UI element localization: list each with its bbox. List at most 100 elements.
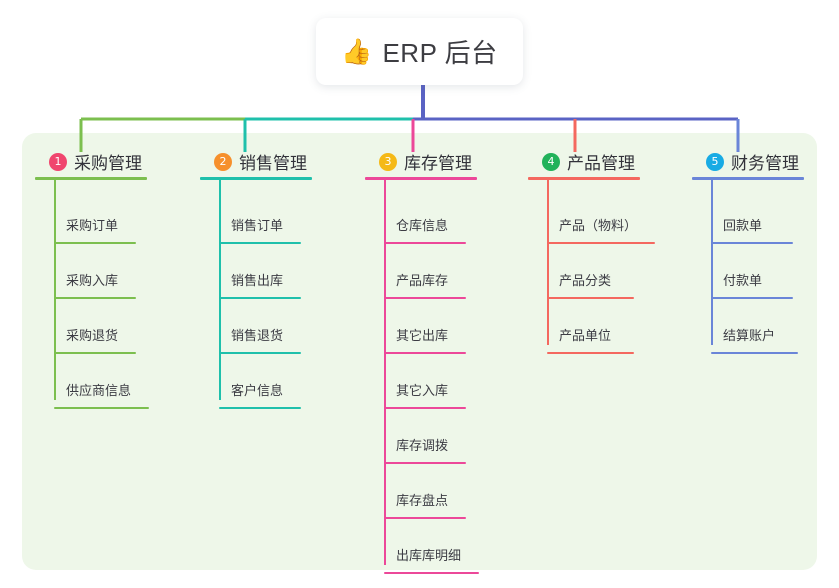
branch-item-underline [384,572,479,574]
branch-header-label: 销售管理 [239,154,307,173]
branch-item[interactable]: 仓库信息 [365,189,472,244]
branch-item-label: 采购退货 [66,328,119,343]
branch-item-label: 结算账户 [723,328,776,343]
root-node[interactable]: 👍 ERP 后台 [316,18,523,85]
branch-item-label: 库存盘点 [396,493,449,508]
branch-item-label: 其它出库 [396,328,449,343]
branch-item-label: 客户信息 [231,383,284,398]
branch-item-underline [54,407,149,409]
branch-item[interactable]: 库存调拨 [365,409,472,464]
branch-item-underline [384,297,466,299]
branch-item-label: 产品库存 [396,273,449,288]
branch-item-label: 销售出库 [231,273,284,288]
branch-item[interactable]: 销售退货 [200,299,307,354]
branch-item-underline [54,297,136,299]
branch-item[interactable]: 采购入库 [35,244,142,299]
branch-item-label: 产品（物料） [559,218,638,233]
branch-number-badge: 4 [542,152,560,171]
branch-spine [711,180,713,345]
branch-item-underline [384,517,466,519]
branch-item-label: 采购订单 [66,218,119,233]
branch-item-underline [384,242,466,244]
branch-item-label: 供应商信息 [66,383,132,398]
branch-item-underline [54,242,136,244]
branch-header-5[interactable]: 5 财务管理 [692,143,804,180]
branch-number-badge: 1 [49,152,67,171]
branch-column-3: 3 库存管理仓库信息产品库存其它出库其它入库库存调拨库存盘点出库库明细 [365,143,479,574]
branch-header-underline [35,177,147,180]
branch-spine [54,180,56,400]
branch-item-underline [219,407,301,409]
branch-number-badge: 2 [214,152,232,171]
thumbs-up-icon: 👍 [341,38,373,66]
branch-item[interactable]: 产品库存 [365,244,472,299]
branch-item[interactable]: 产品分类 [528,244,635,299]
branch-item-label: 付款单 [723,273,763,288]
branch-item-underline [384,407,466,409]
branch-item-list: 仓库信息产品库存其它出库其它入库库存调拨库存盘点出库库明细 [365,180,479,574]
branch-item[interactable]: 结算账户 [692,299,799,354]
branch-header-4[interactable]: 4 产品管理 [528,143,640,180]
branch-item-label: 销售退货 [231,328,284,343]
branch-item-underline [711,242,793,244]
branch-item-list: 回款单付款单结算账户 [692,180,799,354]
branch-item-underline [711,352,798,354]
branch-item[interactable]: 出库库明细 [365,519,479,574]
branch-header-label: 采购管理 [74,154,142,173]
branch-header-2[interactable]: 2 销售管理 [200,143,312,180]
branch-item-label: 其它入库 [396,383,449,398]
branch-item[interactable]: 客户信息 [200,354,307,409]
branch-item[interactable]: 其它入库 [365,354,472,409]
branch-item-underline [219,352,301,354]
branch-header-label: 库存管理 [404,154,472,173]
branch-item-label: 销售订单 [231,218,284,233]
branch-item[interactable]: 回款单 [692,189,799,244]
branch-item[interactable]: 库存盘点 [365,464,472,519]
branch-item-label: 仓库信息 [396,218,449,233]
branch-item[interactable]: 其它出库 [365,299,472,354]
branch-item-underline [547,297,634,299]
branch-item[interactable]: 采购订单 [35,189,142,244]
branch-header-label: 产品管理 [567,154,635,173]
branch-header-underline [365,177,477,180]
branch-item[interactable]: 产品（物料） [528,189,655,244]
branch-item-label: 产品单位 [559,328,612,343]
branch-item-underline [711,297,793,299]
branch-item[interactable]: 付款单 [692,244,799,299]
branch-item-label: 产品分类 [559,273,612,288]
branch-item[interactable]: 销售订单 [200,189,307,244]
branch-header-underline [692,177,804,180]
branch-column-1: 1 采购管理采购订单采购入库采购退货供应商信息 [35,143,149,409]
branch-item-underline [384,352,466,354]
branch-item[interactable]: 产品单位 [528,299,635,354]
branch-spine [384,180,386,565]
root-node-title: ERP 后台 [382,38,498,68]
branch-item-label: 回款单 [723,218,763,233]
branch-item-list: 采购订单采购入库采购退货供应商信息 [35,180,149,409]
branch-item-underline [547,242,655,244]
branch-item-list: 产品（物料） 产品分类产品单位 [528,180,655,354]
branch-header-3[interactable]: 3 库存管理 [365,143,477,180]
branch-header-label: 财务管理 [731,154,799,173]
diagram-panel [22,133,817,570]
branch-column-5: 5 财务管理回款单付款单结算账户 [692,143,804,354]
branch-header-underline [528,177,640,180]
branch-number-badge: 5 [706,152,724,171]
branch-header-underline [200,177,312,180]
branch-item-label: 出库库明细 [396,548,462,563]
branch-item-list: 销售订单销售出库销售退货客户信息 [200,180,307,409]
branch-item-label: 采购入库 [66,273,119,288]
branch-column-2: 2 销售管理销售订单销售出库销售退货客户信息 [200,143,312,409]
branch-item-underline [384,462,466,464]
branch-item-underline [547,352,634,354]
branch-item[interactable]: 供应商信息 [35,354,149,409]
branch-item-underline [219,242,301,244]
branch-item-underline [54,352,136,354]
branch-number-badge: 3 [379,152,397,171]
branch-item[interactable]: 销售出库 [200,244,307,299]
branch-item[interactable]: 采购退货 [35,299,142,354]
branch-column-4: 4 产品管理产品（物料） 产品分类产品单位 [528,143,655,354]
branch-header-1[interactable]: 1 采购管理 [35,143,147,180]
branch-spine [547,180,549,345]
